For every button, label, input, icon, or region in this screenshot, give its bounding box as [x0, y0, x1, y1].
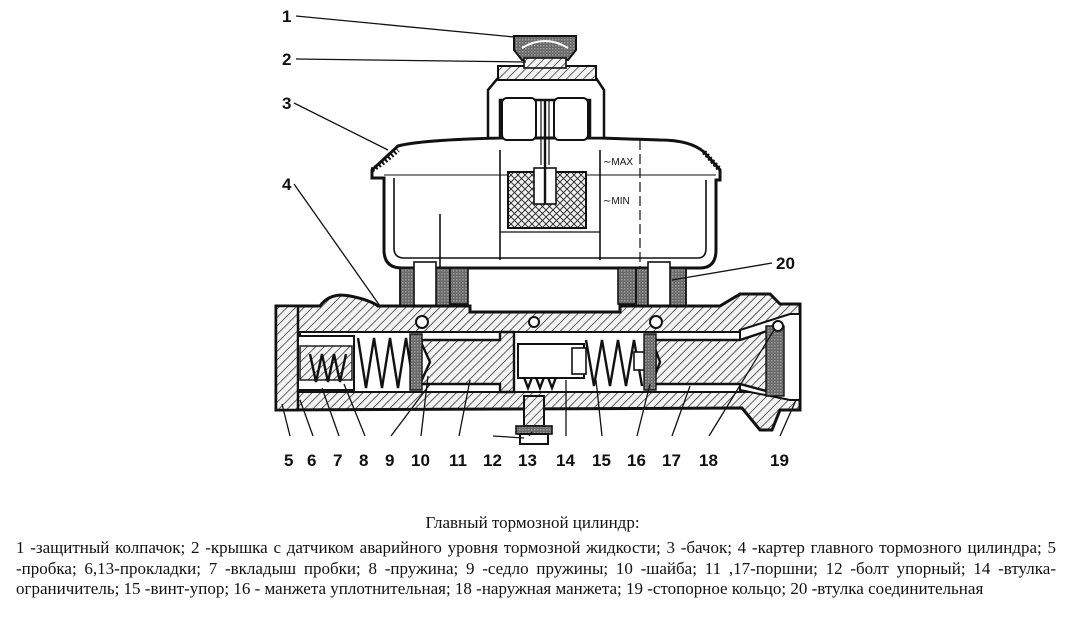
- piston-rear: [650, 328, 772, 394]
- spring-rear: [520, 339, 644, 392]
- leader-lines: [281, 15, 797, 439]
- callout-13: 13: [518, 451, 537, 470]
- callout-11: 11: [449, 451, 467, 470]
- callout-4: 4: [282, 175, 292, 194]
- callout-19: 19: [770, 451, 789, 470]
- max-level-label: ∼MAX: [603, 157, 633, 168]
- callout-10: 10: [411, 451, 430, 470]
- callout-3: 3: [282, 94, 291, 113]
- spring-front: [308, 337, 416, 389]
- callout-18: 18: [699, 451, 718, 470]
- callout-6: 6: [307, 451, 316, 470]
- callout-14: 14: [556, 451, 575, 470]
- callout-2: 2: [282, 50, 291, 69]
- callout-7: 7: [333, 451, 342, 470]
- min-level-label: ∼MIN: [603, 196, 630, 207]
- plug: [274, 304, 300, 412]
- caption-title: Главный тормозной цилиндр:: [425, 513, 640, 532]
- protective-cap: [513, 35, 577, 61]
- filler-neck: [486, 65, 606, 141]
- callout-9: 9: [385, 451, 394, 470]
- stop-bolt: [515, 395, 553, 445]
- callout-20: 20: [776, 254, 795, 273]
- callout-16: 16: [627, 451, 646, 470]
- seals: [409, 315, 785, 397]
- callout-17: 17: [662, 451, 681, 470]
- connecting-bushings: [399, 261, 687, 313]
- callout-8: 8: [359, 451, 368, 470]
- sensor-cover: [523, 57, 567, 69]
- caption-legend: 1 -защитный колпачок; 2 -крышка с датчик…: [16, 538, 1056, 598]
- callout-12: 12: [483, 451, 502, 470]
- level-marks: ∼MAX ∼MIN: [603, 157, 633, 207]
- callout-15: 15: [592, 451, 611, 470]
- callout-5: 5: [284, 451, 293, 470]
- callout-1: 1: [282, 7, 291, 26]
- piston-front: [418, 330, 516, 394]
